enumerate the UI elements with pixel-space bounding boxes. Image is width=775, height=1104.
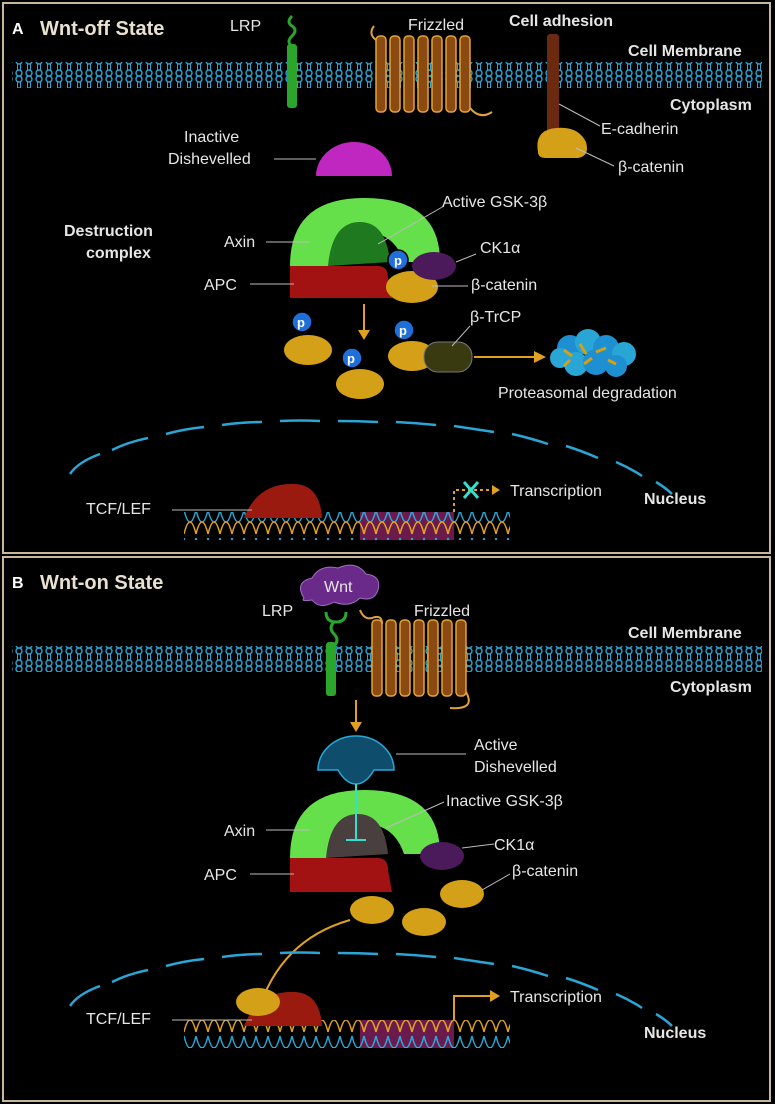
frizzled-label: Frizzled [414, 603, 470, 620]
tcf-lef-label: TCF/LEF [86, 501, 151, 518]
panel-wnt-on: B Wnt-on State Wnt Cell Membrane Cytopla… [2, 556, 771, 1102]
nucleus-label: Nucleus [644, 491, 706, 508]
wnt-ligand [299, 564, 380, 606]
panel-letter: B [12, 575, 24, 592]
inactive-dishevelled-label-2: Dishevelled [168, 151, 251, 168]
nuclear-envelope [68, 419, 673, 495]
tcf-lef [244, 483, 322, 518]
transcription-label: Transcription [510, 989, 602, 1006]
phospho-label: p [347, 351, 355, 366]
apc-label: APC [204, 277, 237, 294]
axin-label: Axin [224, 823, 255, 840]
frizzled-label: Frizzled [408, 17, 464, 34]
lrp-receptor [287, 14, 297, 108]
transcription-blocked-x [462, 481, 480, 499]
frizzled-receptor [370, 25, 493, 117]
beta-catenin-label: β-catenin [471, 277, 537, 294]
destruction-complex-label-2: complex [86, 245, 151, 262]
e-cadherin [547, 34, 559, 132]
frizzled-receptor [359, 609, 470, 710]
inactive-dishevelled-label-1: Inactive [184, 129, 239, 146]
cell-membrane-label: Cell Membrane [628, 625, 742, 642]
e-cadherin-label: E-cadherin [601, 121, 678, 138]
phospho-label: p [394, 253, 402, 268]
disrupted-destruction-complex [290, 790, 464, 892]
cell-membrane-label: Cell Membrane [628, 43, 742, 60]
nuclear-envelope [68, 951, 673, 1027]
panel-title: Wnt-on State [40, 572, 163, 594]
axin-label: Axin [224, 234, 255, 251]
proteasome [550, 329, 636, 377]
destruction-complex-label-1: Destruction [64, 223, 153, 240]
nucleus-label: Nucleus [644, 1025, 706, 1042]
dna-strand [184, 1020, 510, 1048]
cell-membrane [12, 62, 762, 88]
phospho-label: p [297, 315, 305, 330]
dna-strand [184, 512, 510, 540]
ck1a-label: CK1α [494, 837, 534, 854]
active-dishevelled-label-2: Dishevelled [474, 759, 557, 776]
inhibition-bar [346, 784, 366, 841]
target-gene [360, 1020, 454, 1048]
panel-wnt-off: A Wnt-off State Cell Membrane Cytoplasm … [2, 2, 771, 554]
ck1a-label: CK1α [480, 240, 520, 257]
beta-catenin-adhesion-label: β-catenin [618, 159, 684, 176]
lrp-label: LRP [262, 603, 293, 620]
active-dishevelled [317, 735, 395, 785]
cell-adhesion-label: Cell adhesion [509, 13, 613, 30]
wnt-label: Wnt [324, 579, 353, 596]
target-gene [360, 512, 454, 540]
inactive-gsk-label: Inactive GSK-3β [446, 793, 563, 810]
destruction-complex: p [290, 198, 456, 303]
beta-catenin-label: β-catenin [512, 863, 578, 880]
panel-title: Wnt-off State [40, 18, 164, 40]
nuclear-beta-catenin [236, 988, 280, 1016]
panel-letter: A [12, 21, 24, 38]
transcription-label: Transcription [510, 483, 602, 500]
phospho-label: p [399, 323, 407, 338]
lrp-label: LRP [230, 18, 261, 35]
cytoplasm-label: Cytoplasm [670, 97, 752, 114]
proteasomal-label: Proteasomal degradation [498, 385, 677, 402]
apc-label: APC [204, 867, 237, 884]
tcf-lef-label: TCF/LEF [86, 1011, 151, 1028]
beta-trcp-label: β-TrCP [470, 309, 521, 326]
wnt-on-diagram: B Wnt-on State Wnt Cell Membrane Cytopla… [12, 564, 762, 1048]
lrp-receptor [324, 611, 348, 696]
phospho-beta-catenin-group: p p p [284, 311, 473, 399]
cytoplasm-label: Cytoplasm [670, 679, 752, 696]
wnt-off-diagram: A Wnt-off State Cell Membrane Cytoplasm … [12, 13, 762, 540]
free-beta-catenin-group [350, 880, 484, 936]
beta-catenin-adhesion [537, 127, 587, 158]
active-dishevelled-label-1: Active [474, 737, 518, 754]
active-gsk-label: Active GSK-3β [442, 194, 547, 211]
inactive-dishevelled [316, 142, 392, 176]
